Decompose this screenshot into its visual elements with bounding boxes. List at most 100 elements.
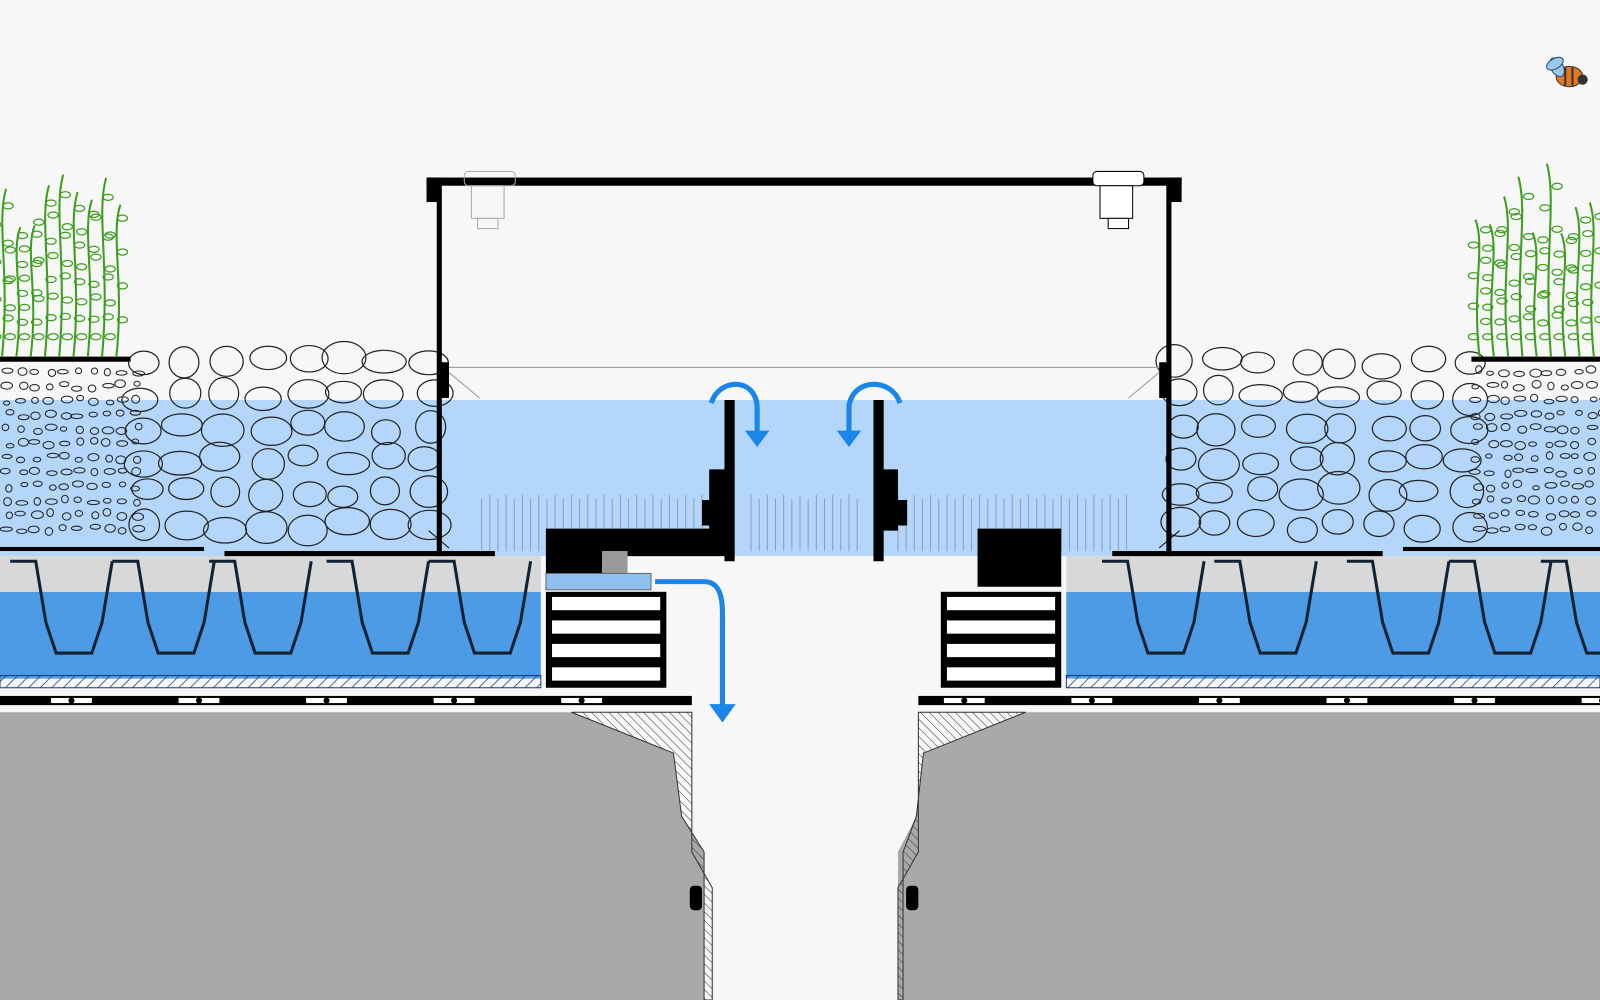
stone [210,476,241,508]
gravel [59,426,68,432]
gravel [32,456,42,463]
frame-wall-right [1166,185,1172,557]
gravel [73,467,86,474]
stone [1285,413,1329,444]
gravel [74,509,84,517]
gravel [27,525,40,534]
gravel [115,455,127,465]
stone [1454,351,1486,375]
gravel [44,409,57,418]
gravel [1544,412,1555,420]
gravel [15,456,26,464]
stone [292,481,327,508]
stone [1201,346,1243,371]
gravel [42,440,55,450]
gravel [31,396,39,404]
gravel [1473,512,1486,519]
drain-cup [1346,559,1451,655]
gravel [1559,452,1571,459]
gravel [101,481,112,489]
stone [1363,510,1395,538]
stone [164,510,209,541]
inner-weir-right [873,400,908,562]
gravel [132,524,146,533]
stone [1286,517,1319,544]
stone [249,345,288,371]
gravel [61,494,69,504]
drain-cup [10,559,114,655]
drain-pipe-left-wall [571,711,713,1000]
stone [415,410,447,444]
gravel [29,368,40,375]
gravel [1500,396,1510,405]
gravel [115,409,125,417]
gravel [133,380,141,387]
gravel [100,438,111,447]
gravel [129,409,142,416]
gravel [33,427,43,435]
gravel [74,456,83,463]
gravel [1,453,13,460]
gravel [1515,509,1526,516]
flow-arrow-icon [655,381,903,710]
gravel [1532,485,1540,491]
gravel [1570,426,1580,435]
gravel [90,467,99,477]
gravel [1543,398,1555,405]
gravel [0,467,11,475]
stone [326,451,371,476]
stone [1195,481,1233,504]
gravel [1530,455,1539,462]
gravel [1514,523,1526,531]
gravel [15,500,29,506]
stone [1247,476,1279,502]
gravel [56,369,69,375]
filter-fleece-left [0,675,542,689]
gravel [116,498,127,505]
gravel [59,381,70,388]
gravel [90,367,99,375]
stone [1410,380,1445,410]
stone [1409,415,1442,442]
gravel [1572,522,1583,531]
gravel [1586,424,1599,430]
seal-ring-left [689,885,703,911]
membrane-dots [51,697,1600,704]
stone [323,411,365,442]
gravel [1468,468,1481,475]
gravel [1544,482,1558,489]
inner-weir-left [702,400,735,562]
gravel [86,482,98,491]
gravel [1545,495,1555,505]
gravel [1543,467,1554,474]
gravel [30,510,44,520]
gravel [1485,423,1498,432]
stone [128,508,161,542]
gravel [60,395,74,404]
gravel [74,367,83,375]
gravel [17,367,28,376]
stone [168,477,205,501]
gravel [1488,440,1500,449]
gravel [1516,495,1527,503]
gravel [102,382,115,389]
gravel [46,508,55,518]
gravel [131,438,140,445]
gravel [132,370,146,377]
gravel [89,523,101,530]
stone [202,516,248,544]
stone [407,509,452,541]
gravel [1472,423,1483,430]
gravel [76,437,85,446]
gravel [102,497,112,504]
gravel [1587,437,1597,446]
gravel [1525,467,1539,474]
gravel [1486,394,1500,404]
gravel [1514,441,1526,451]
gravel [117,527,127,535]
gravel [1529,368,1543,378]
arrow-heads [709,430,862,723]
gravel [1485,484,1496,493]
stone [169,377,202,409]
drain-cup [112,559,216,655]
